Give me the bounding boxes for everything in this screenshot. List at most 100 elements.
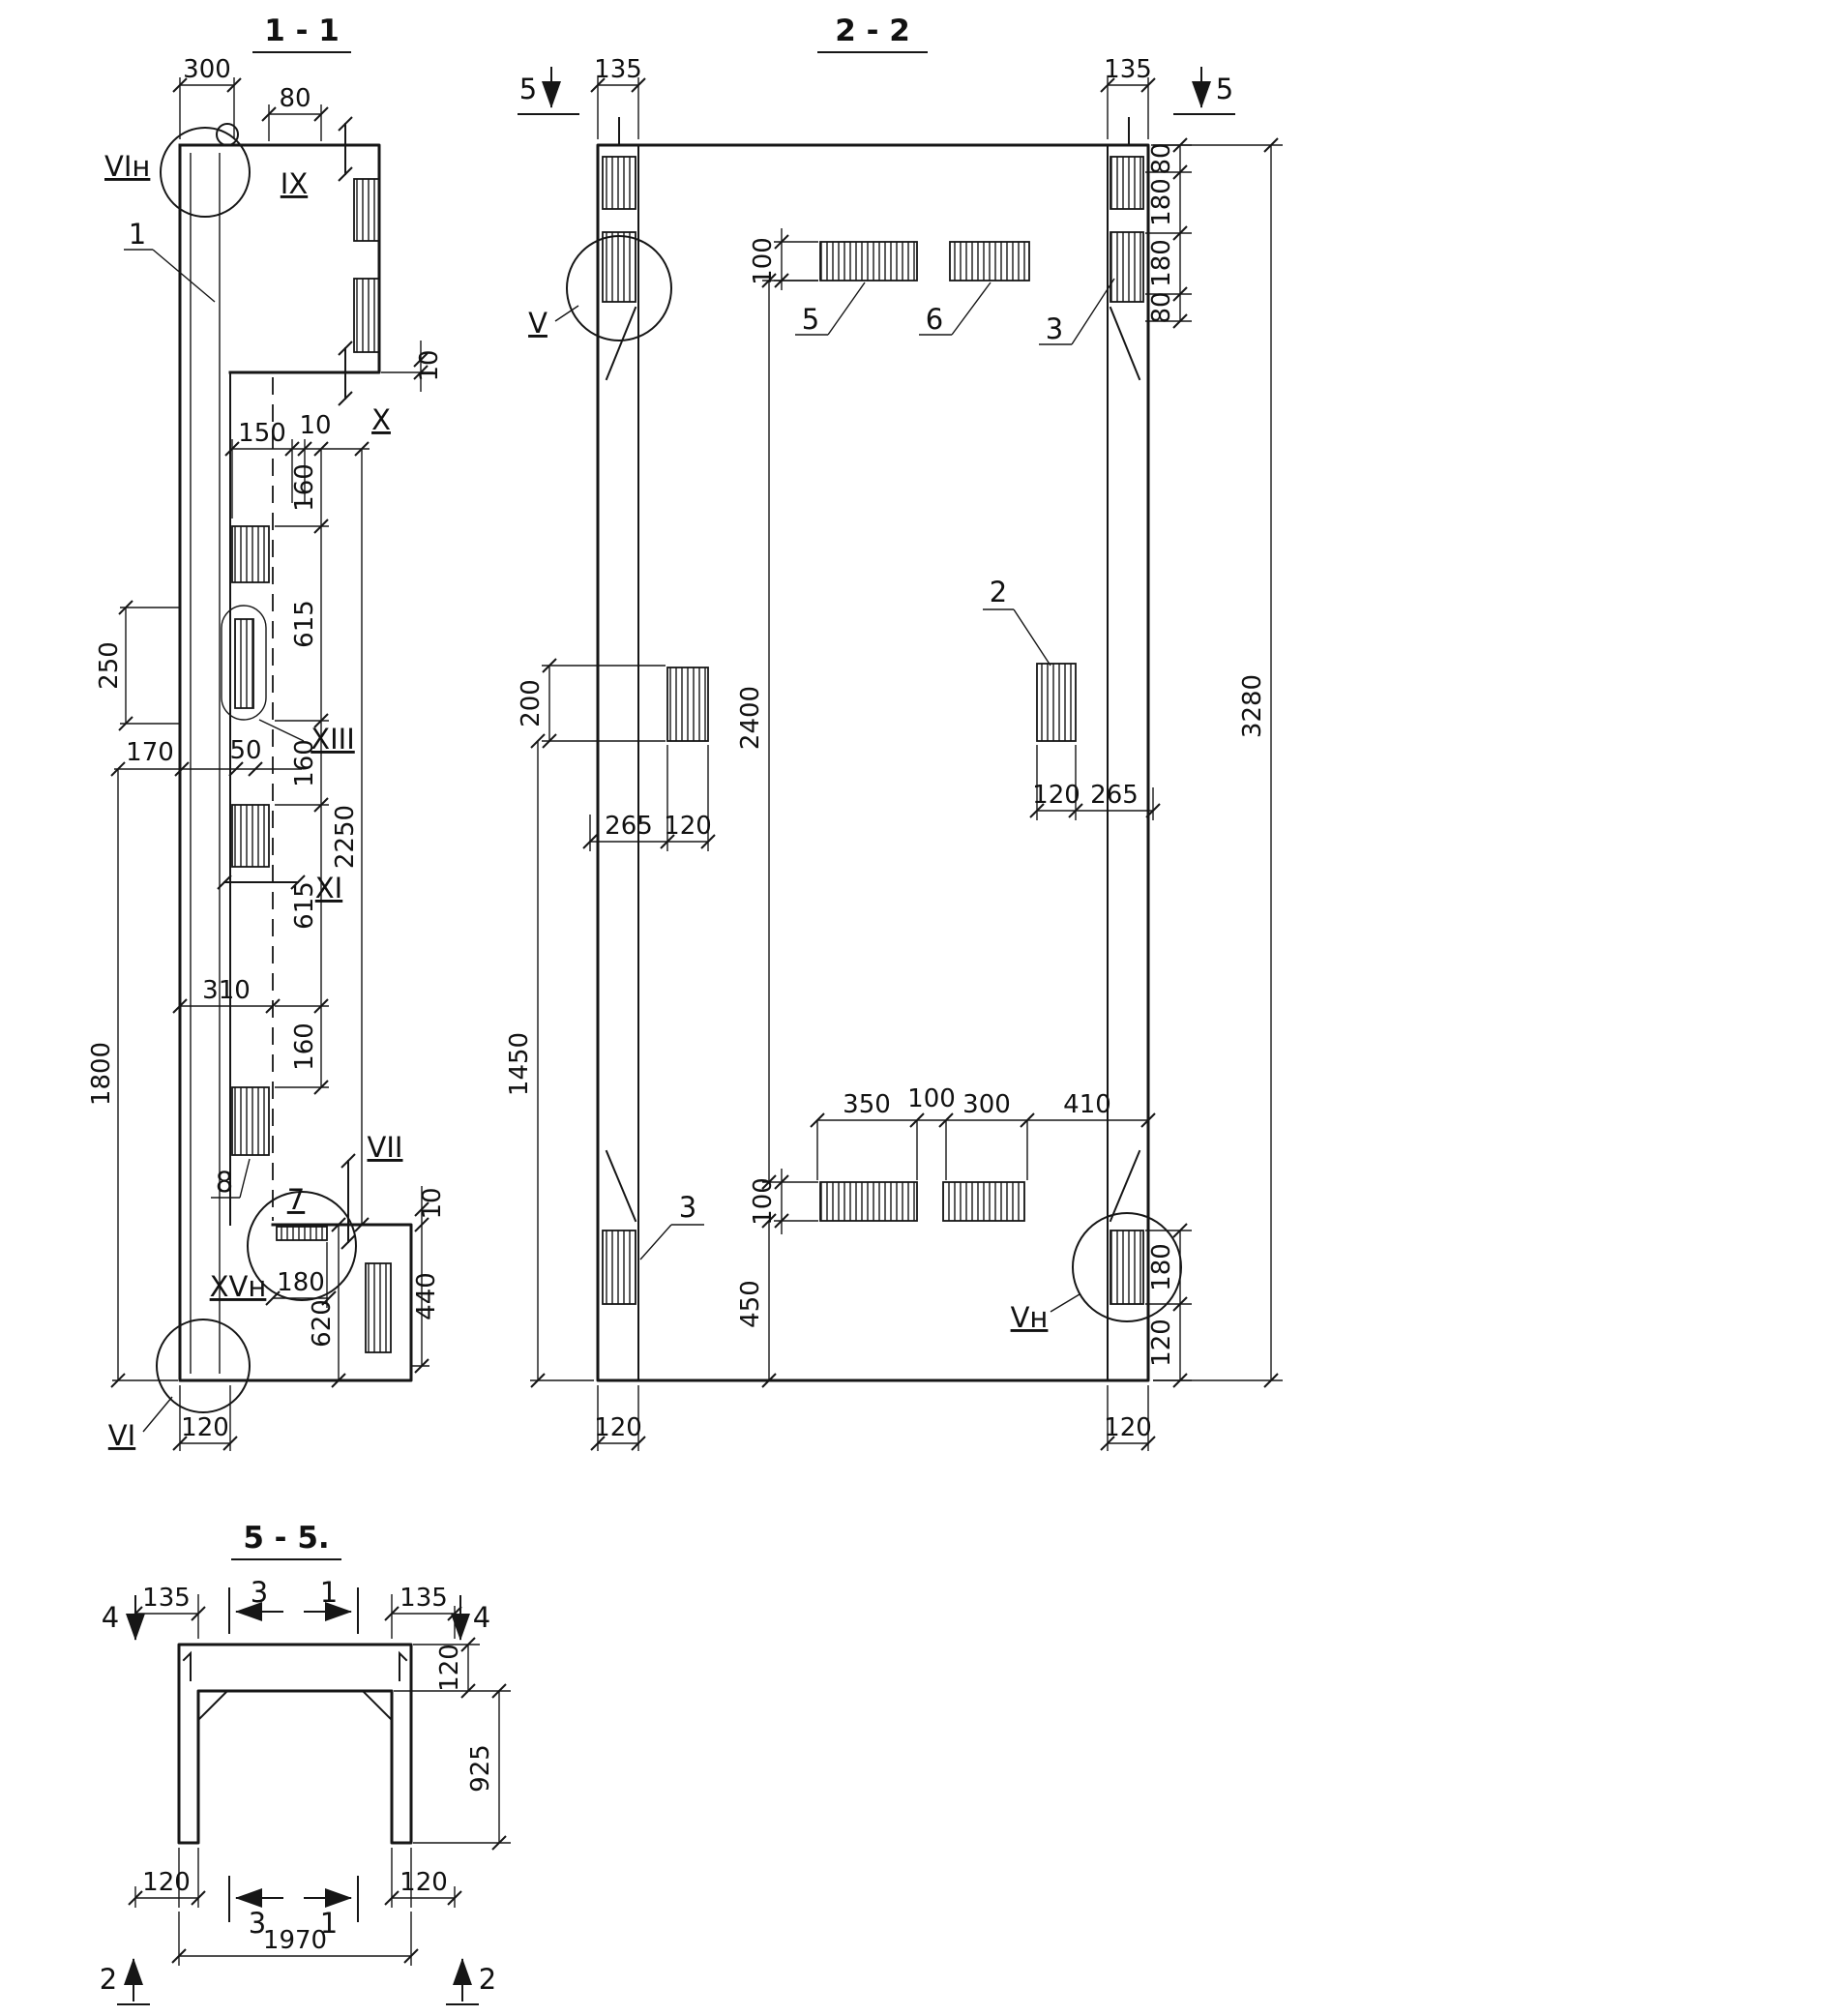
detail-circle-VIn <box>160 127 251 218</box>
anchor-hatch <box>819 1181 918 1222</box>
rib-taper <box>605 1149 637 1223</box>
anchor-hatch <box>231 1086 270 1156</box>
dim-135-right: 135 <box>1104 55 1152 84</box>
section-mark-3-bottom: 3 <box>249 1907 266 1940</box>
dim-120-left: 120 <box>664 812 712 841</box>
s22-dimensions <box>518 67 1283 1451</box>
detail-label-Vn: Vн <box>1011 1301 1049 1334</box>
dim-440: 440 <box>412 1272 441 1320</box>
s11-geometry <box>124 116 413 1433</box>
dim-300: 300 <box>962 1090 1011 1119</box>
dim-410: 410 <box>1063 1090 1111 1119</box>
dim-100-bottom: 100 <box>749 1177 778 1226</box>
dim-620: 620 <box>308 1299 337 1348</box>
detail-label-XVn: XVн <box>210 1270 267 1303</box>
detail-label-7: 7 <box>287 1183 305 1216</box>
rib-taper <box>1109 1149 1141 1223</box>
rib-taper <box>1109 306 1141 381</box>
detail-circle-Vn <box>1072 1212 1182 1322</box>
anchor-hatch <box>942 1181 1025 1222</box>
dim-2250: 2250 <box>331 805 360 869</box>
part-label-3-top: 3 <box>1046 312 1063 345</box>
part-label-1: 1 <box>129 218 146 251</box>
dim-160-a: 160 <box>290 463 319 512</box>
dim-120-bottom-left: 120 <box>594 1413 642 1442</box>
dim-10: 10 <box>299 411 331 440</box>
dim-135-right: 135 <box>400 1584 448 1613</box>
leader-3-bottom <box>639 1224 704 1260</box>
leader-8 <box>211 1158 251 1199</box>
leader-XIII <box>258 719 305 742</box>
leader-VI <box>142 1396 173 1433</box>
anchor-key-hatch <box>353 278 380 353</box>
section-5-5-title: 5 - 5. <box>243 1521 329 1556</box>
corner-plate-hatch <box>276 1226 328 1241</box>
anchor-stadium-outline <box>221 605 267 721</box>
rib-key-hatch <box>602 1230 636 1305</box>
detail-label-VIn: VIн <box>104 150 150 183</box>
section-mark-4-left: 4 <box>102 1601 119 1634</box>
dim-250: 250 <box>95 641 124 690</box>
anchor-key-hatch <box>353 178 380 242</box>
cut-label-X: X <box>371 403 391 436</box>
anchor-key-hatch <box>365 1262 392 1353</box>
dim-180-a: 180 <box>1147 178 1176 226</box>
dim-120-bottom-right: 120 <box>1104 1413 1152 1442</box>
dim-925: 925 <box>466 1744 495 1793</box>
dim-120-bottom-left: 120 <box>142 1868 191 1897</box>
dim-50: 50 <box>229 736 261 765</box>
dim-120-bottom-right: 120 <box>400 1868 448 1897</box>
dim-160-c: 160 <box>290 1023 319 1071</box>
detail-circle-VI <box>156 1319 251 1413</box>
detail-circle-V <box>566 235 672 341</box>
dim-310: 310 <box>202 976 251 1005</box>
dim-180-bottom: 180 <box>1147 1243 1176 1291</box>
dim-10-flange: 10 <box>415 349 444 381</box>
section-mark-2-left: 2 <box>100 1963 117 1996</box>
s22-geometry <box>554 117 1182 1382</box>
anchor-hatch <box>1036 663 1077 742</box>
dim-3280: 3280 <box>1238 674 1267 738</box>
dim-170: 170 <box>126 738 174 767</box>
section-2-2-view: 2 - 2 <box>505 14 1283 1451</box>
dim-10-console: 10 <box>418 1187 447 1219</box>
part-label-2: 2 <box>990 576 1007 608</box>
lifting-loop <box>216 123 239 146</box>
section-mark-1-top: 1 <box>320 1576 338 1609</box>
dim-450: 450 <box>736 1280 765 1328</box>
cut-label-XI: XI <box>315 872 342 904</box>
dim-120: 120 <box>181 1413 229 1442</box>
section-mark-5-right: 5 <box>1216 73 1233 105</box>
dim-615-b: 615 <box>290 881 319 930</box>
detail-label-V: V <box>528 307 548 340</box>
leader-5 <box>795 282 866 336</box>
wall-top-flange-outline <box>178 143 381 374</box>
dim-265-left: 265 <box>605 812 653 841</box>
part-label-3-bottom: 3 <box>679 1191 696 1224</box>
wall-left-bottom-outline <box>178 143 413 1382</box>
anchor-hatch <box>666 667 709 742</box>
dim-150: 150 <box>238 419 286 448</box>
section-mark-4-right: 4 <box>473 1601 490 1634</box>
dim-300: 300 <box>183 55 231 84</box>
leader-Vn <box>1050 1293 1080 1313</box>
leader-3-top <box>1039 278 1115 345</box>
rib-key-hatch <box>1110 1230 1144 1305</box>
section-1-1-title: 1 - 1 <box>264 14 340 48</box>
dim-180-b: 180 <box>1147 239 1176 287</box>
dim-120-bottom-chain: 120 <box>1147 1319 1176 1367</box>
anchor-hatch <box>819 241 918 282</box>
dim-265-right: 265 <box>1090 781 1139 810</box>
part-label-6: 6 <box>926 303 943 336</box>
section-mark-2-right: 2 <box>479 1963 496 1996</box>
cut-label-IX: IX <box>281 167 308 200</box>
dim-80: 80 <box>279 84 311 113</box>
dim-80-a: 80 <box>1147 142 1176 174</box>
cut-label-VII: VII <box>368 1131 403 1164</box>
rib-key-hatch <box>1110 231 1144 303</box>
part-label-8: 8 <box>216 1166 233 1199</box>
section-mark-5-left: 5 <box>519 73 537 105</box>
anchor-hatch <box>234 618 254 709</box>
